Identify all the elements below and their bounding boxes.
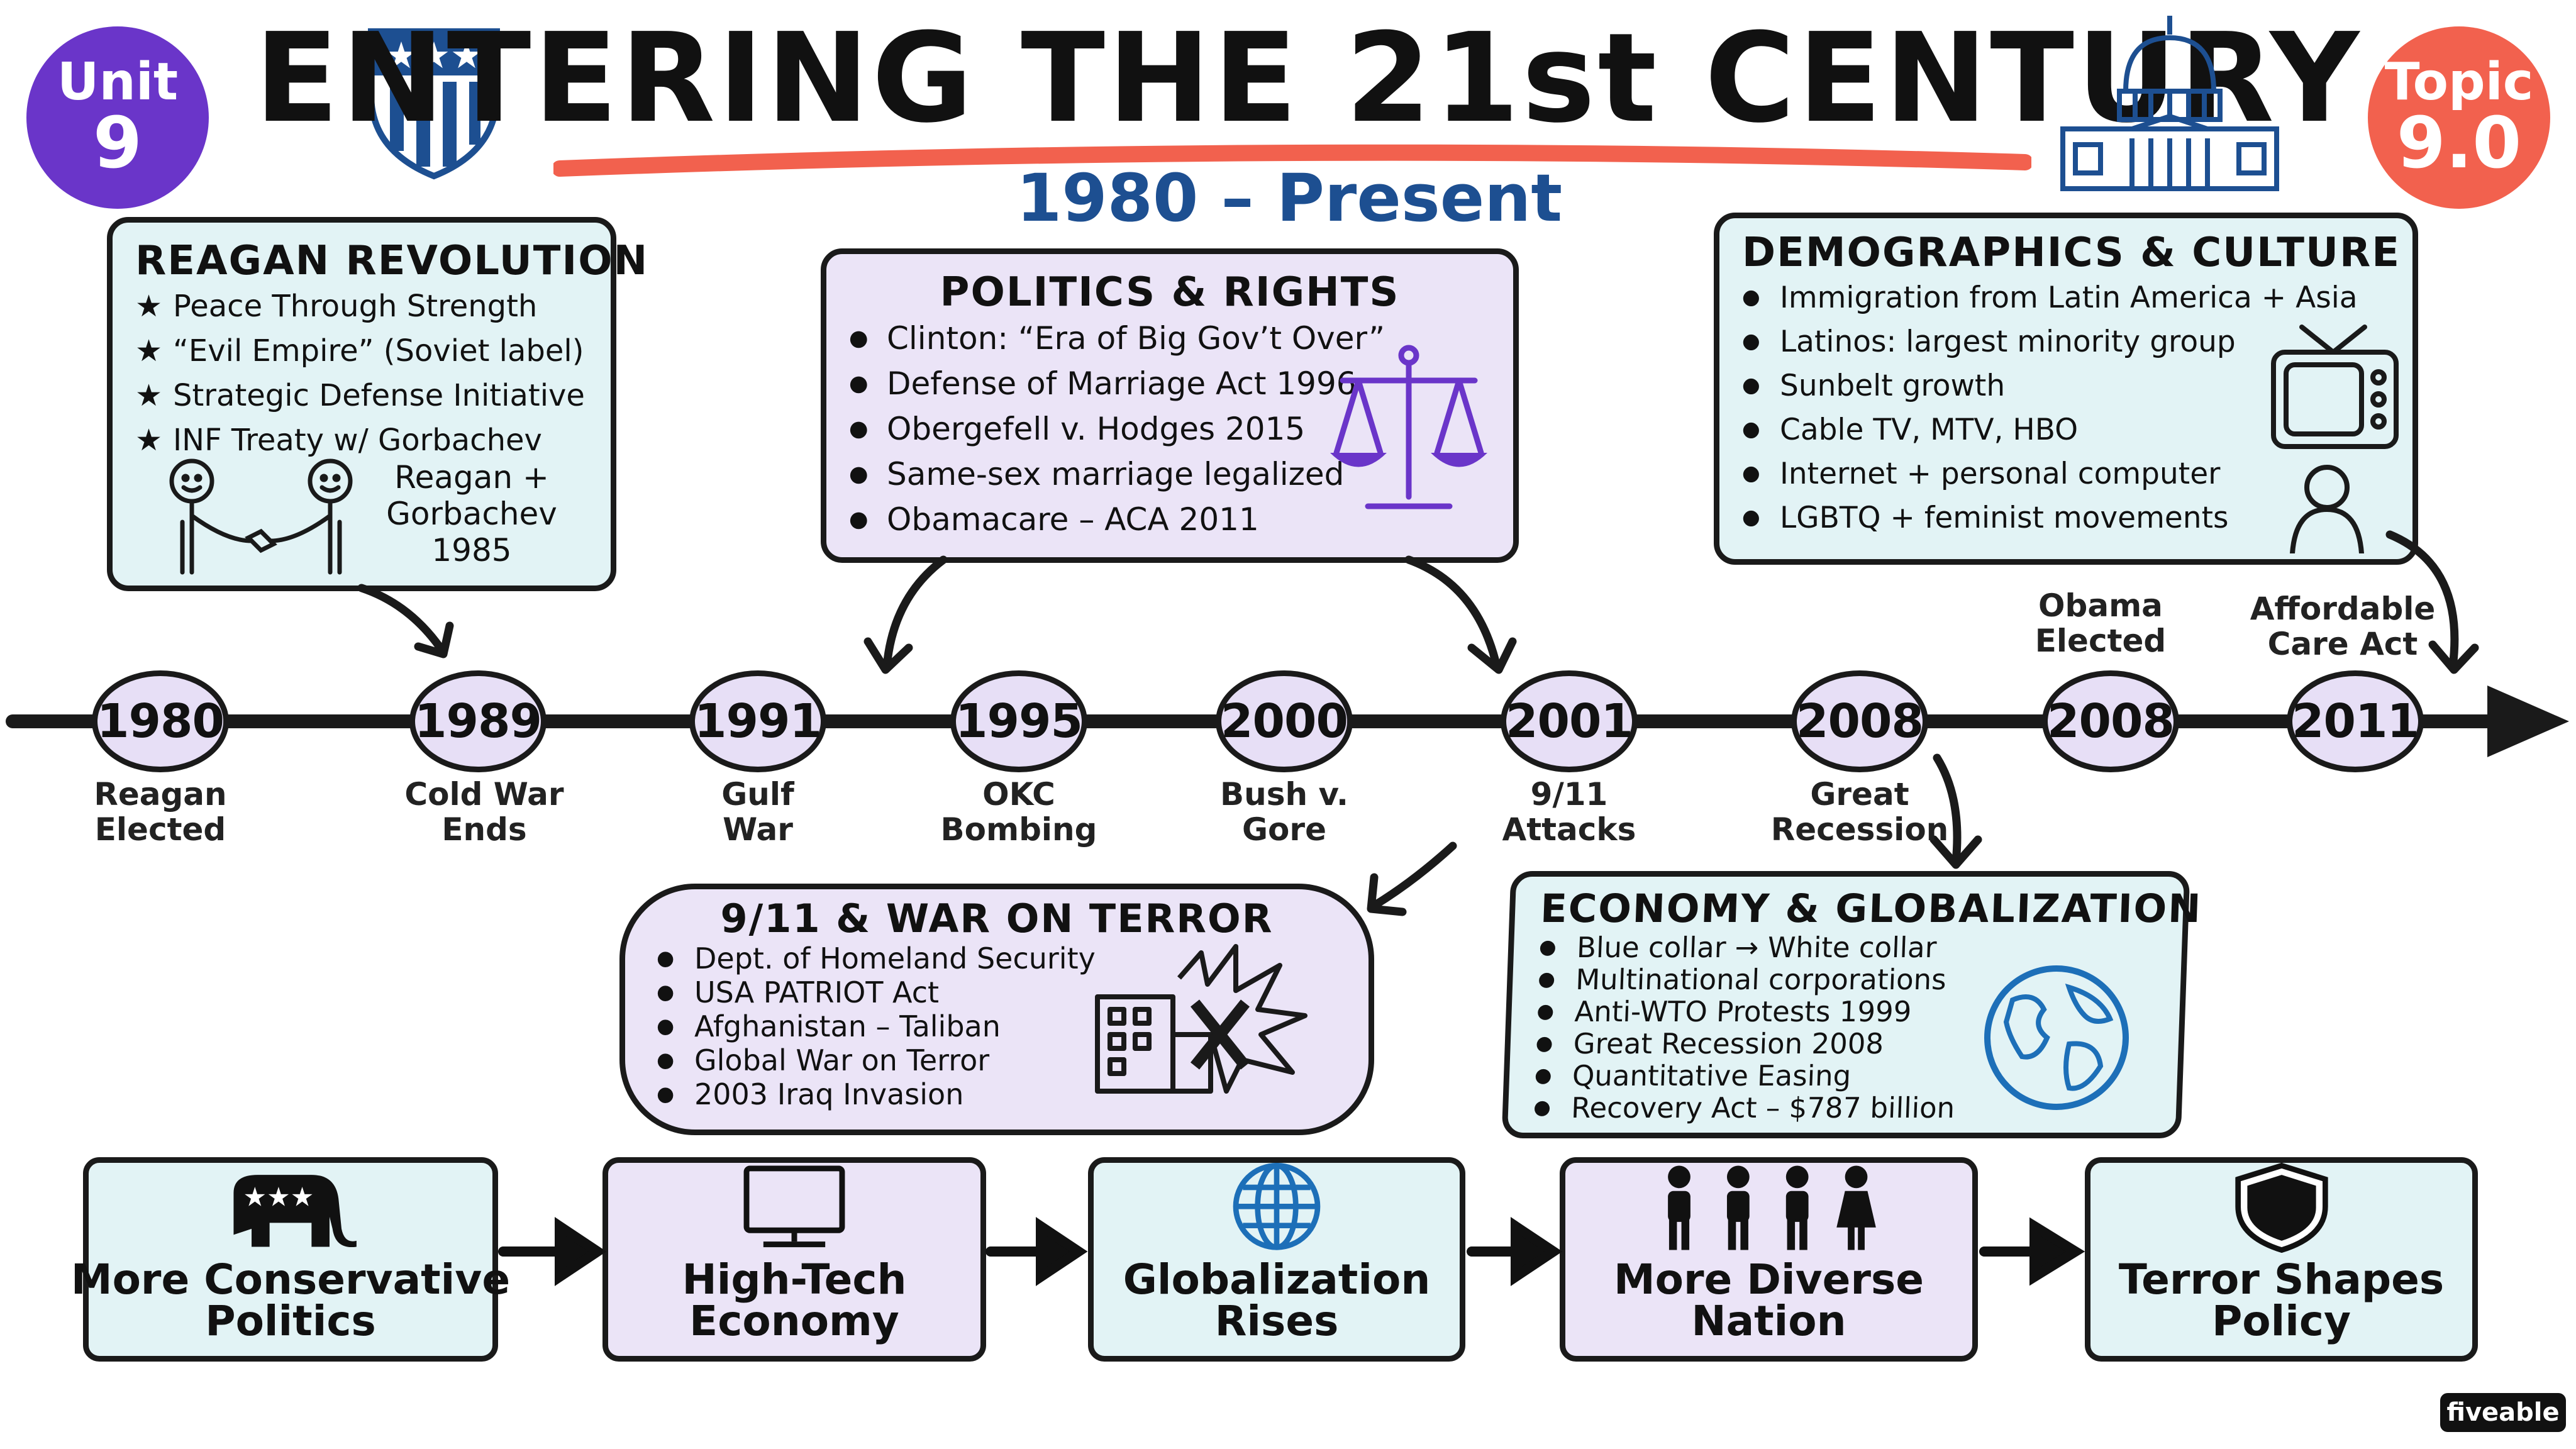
computer-icon <box>743 1165 845 1248</box>
list-item: Immigration from Latin America + Asia <box>1742 276 2390 320</box>
timeline-node-2001: 2001 <box>1501 670 1638 772</box>
theme-flow-arrows <box>498 1217 2085 1286</box>
list-item: Blue collar → White collar <box>1538 931 2157 964</box>
timeline-node-2000: 2000 <box>1216 670 1353 772</box>
topic-badge: Topic 9.0 <box>2368 26 2550 209</box>
fiveable-logo: fiveable <box>2440 1393 2566 1432</box>
politics-rights-box: POLITICS & RIGHTS Clinton: “Era of Big G… <box>821 248 1519 563</box>
list-item: Afghanistan – Taliban <box>657 1009 1337 1043</box>
list-item: USA PATRIOT Act <box>657 975 1337 1009</box>
politics-list: Clinton: “Era of Big Gov’t Over” Defense… <box>849 316 1491 542</box>
list-item: Sunbelt growth <box>1742 364 2390 408</box>
list-item: Internet + personal computer <box>1742 452 2390 496</box>
handshake-figures-icon <box>169 458 353 575</box>
theme-globalization-rises: Globalization Rises <box>1088 1157 1465 1362</box>
timeline-node-1989: 1989 <box>409 670 547 772</box>
list-item: Obamacare – ACA 2011 <box>849 497 1491 542</box>
topic-label: Topic <box>2384 52 2534 112</box>
timeline-node-2008-recession: 2008 <box>1791 670 1928 772</box>
timeline-node-2008-obama: 2008 <box>2042 670 2179 772</box>
television-icon <box>2271 325 2399 553</box>
list-item: Defense of Marriage Act 1996 <box>849 361 1491 406</box>
elephant-icon: ★★★ <box>233 1175 357 1248</box>
list-item: Latinos: largest minority group <box>1742 320 2390 364</box>
svg-text:★★★: ★★★ <box>385 34 483 77</box>
list-item: LGBTQ + feminist movements <box>1742 496 2390 540</box>
timeline-node-1991: 1991 <box>689 670 826 772</box>
list-item: Dept. of Homeland Security <box>657 941 1337 975</box>
people-icon <box>1667 1165 1876 1250</box>
list-item: “Evil Empire” (Soviet label) <box>135 329 588 374</box>
building-explosion-icon <box>1095 944 1307 1094</box>
timeline-node-1980: 1980 <box>92 670 229 772</box>
list-item: Strategic Defense Initiative <box>135 374 588 418</box>
list-item: Obergefell v. Hodges 2015 <box>849 406 1491 452</box>
unit-number: 9 <box>93 103 142 184</box>
globe-icon <box>1233 1163 1321 1250</box>
list-item: Global War on Terror <box>657 1043 1337 1077</box>
theme-high-tech-economy: High-Tech Economy <box>602 1157 986 1362</box>
scales-of-justice-icon <box>1330 345 1487 509</box>
terror-box-title: 9/11 & WAR ON TERROR <box>720 896 1274 941</box>
capitol-building-icon <box>2060 16 2279 191</box>
list-item: Same-sex marriage legalized <box>849 452 1491 497</box>
unit-badge: Unit 9 <box>26 26 209 209</box>
reagan-list: Peace Through Strength “Evil Empire” (So… <box>135 284 588 463</box>
demographics-list: Immigration from Latin America + Asia La… <box>1742 276 2390 540</box>
list-item: Cable TV, MTV, HBO <box>1742 408 2390 452</box>
economy-box-title: ECONOMY & GLOBALIZATION <box>1540 886 2203 931</box>
page-subtitle: 1980 – Present <box>1016 160 1563 236</box>
theme-terror-shapes-policy: Terror Shapes Policy <box>2085 1157 2478 1362</box>
theme-more-diverse-nation: More Diverse Nation <box>1560 1157 1978 1362</box>
svg-text:★★★: ★★★ <box>243 1182 314 1213</box>
earth-globe-icon <box>1984 965 2129 1110</box>
person-icon <box>2290 465 2364 553</box>
reagan-caption: Reagan + Gorbachev 1985 <box>386 459 557 569</box>
shield-emblem-icon: ★★★ <box>368 28 500 180</box>
politics-box-title: POLITICS & RIGHTS <box>940 269 1400 316</box>
unit-label: Unit <box>57 52 179 112</box>
list-item: Clinton: “Era of Big Gov’t Over” <box>849 316 1491 361</box>
timeline-label-2000: Bush v.Gore <box>1220 776 1348 848</box>
list-item: Peace Through Strength <box>135 284 588 329</box>
timeline-node-2011: 2011 <box>2287 670 2424 772</box>
list-item: INF Treaty w/ Gorbachev <box>135 418 588 463</box>
reagan-box-title: REAGAN REVOLUTION <box>135 238 649 284</box>
demographics-box-title: DEMOGRAPHICS & CULTURE <box>1742 230 2401 276</box>
title-underline <box>553 144 2031 177</box>
terror-list: Dept. of Homeland Security USA PATRIOT A… <box>657 941 1337 1111</box>
page-title: ENTERING THE 21st CENTURY <box>254 7 2362 150</box>
timeline-node-1995: 1995 <box>950 670 1087 772</box>
theme-conservative-politics: ★★★ More Conservative Politics <box>71 1157 510 1362</box>
list-item: 2003 Iraq Invasion <box>657 1077 1337 1111</box>
demographics-culture-box: DEMOGRAPHICS & CULTURE Immigration from … <box>1714 213 2418 565</box>
war-on-terror-box: 9/11 & WAR ON TERROR Dept. of Homeland S… <box>619 884 1374 1135</box>
topic-number: 9.0 <box>2396 103 2522 184</box>
shield-icon <box>2235 1163 2328 1253</box>
